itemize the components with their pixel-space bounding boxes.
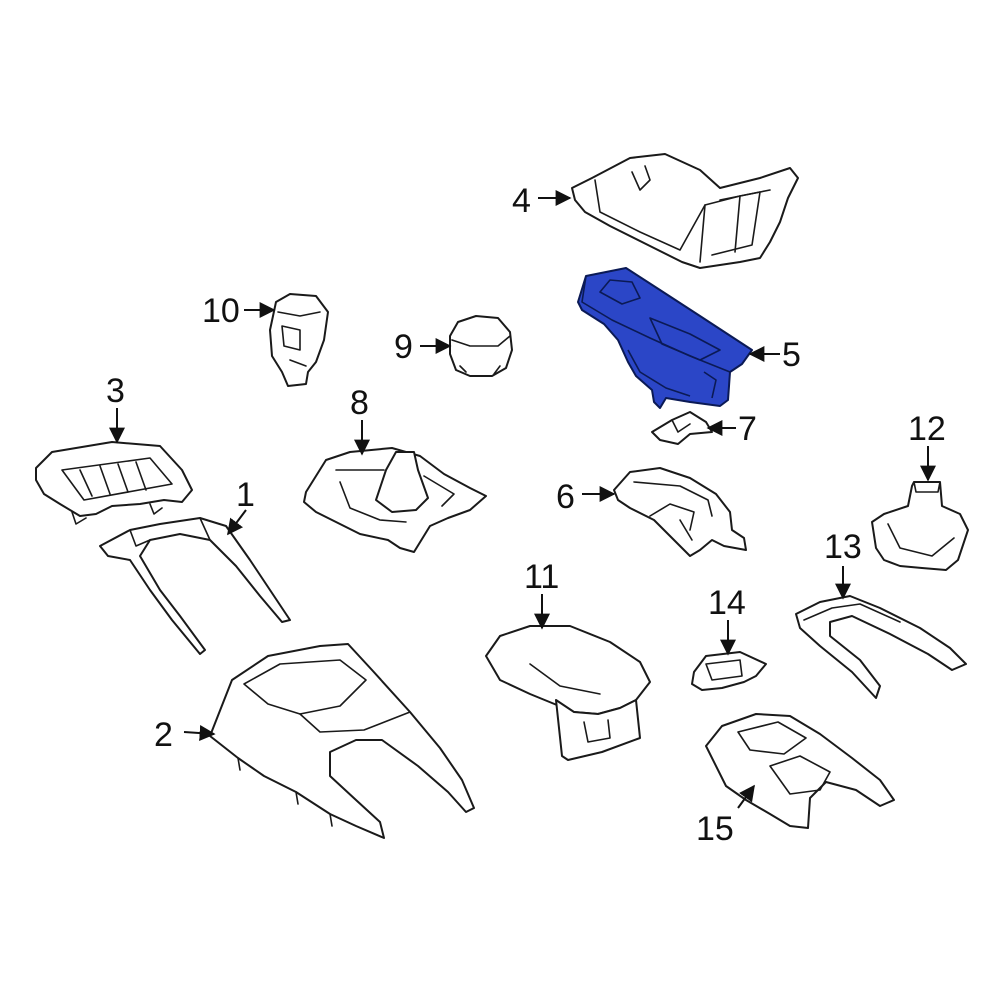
callout-labels: 1 2 3 4 5 6 7 8 9 10 11 12 13 14 15 [106, 182, 946, 848]
part-3-switch-panel[interactable] [35, 441, 193, 525]
callout-14: 14 [708, 584, 746, 622]
part-14-latch[interactable] [691, 651, 767, 691]
part-11-armrest-lid[interactable] [485, 625, 651, 761]
callout-2: 2 [154, 716, 173, 754]
part-15-cupholder-trim[interactable] [705, 713, 895, 829]
part-13-trim-strip[interactable] [795, 595, 967, 699]
part-2-lower-console[interactable] [209, 643, 475, 839]
part-5-storage-tray[interactable] [577, 267, 753, 409]
callout-9: 9 [394, 328, 413, 366]
part-10-shift-knob[interactable] [269, 293, 329, 387]
part-9-knob-cap[interactable] [449, 315, 513, 377]
callout-7: 7 [738, 410, 757, 448]
part-4-console-bracket[interactable] [571, 153, 799, 269]
callout-5: 5 [782, 336, 801, 374]
part-7-clip[interactable] [651, 411, 713, 445]
callout-15: 15 [696, 810, 734, 848]
leader-1 [227, 509, 247, 536]
part-12-shift-boot[interactable] [871, 481, 969, 571]
leader-lines [109, 190, 936, 809]
callout-8: 8 [350, 384, 369, 422]
callout-3: 3 [106, 372, 125, 410]
leader-15 [737, 784, 755, 809]
callout-1: 1 [236, 476, 255, 514]
callout-13: 13 [824, 528, 862, 566]
callout-10: 10 [202, 292, 240, 330]
leader-2 [183, 725, 216, 742]
callout-11: 11 [524, 558, 559, 596]
part-6-cupholder-base[interactable] [613, 467, 747, 557]
part-8-shift-boot-assembly[interactable] [303, 447, 487, 553]
callout-4: 4 [512, 182, 531, 220]
part-1-trim-bezel[interactable] [99, 517, 291, 655]
callout-6: 6 [556, 478, 575, 516]
callout-12: 12 [908, 410, 946, 448]
